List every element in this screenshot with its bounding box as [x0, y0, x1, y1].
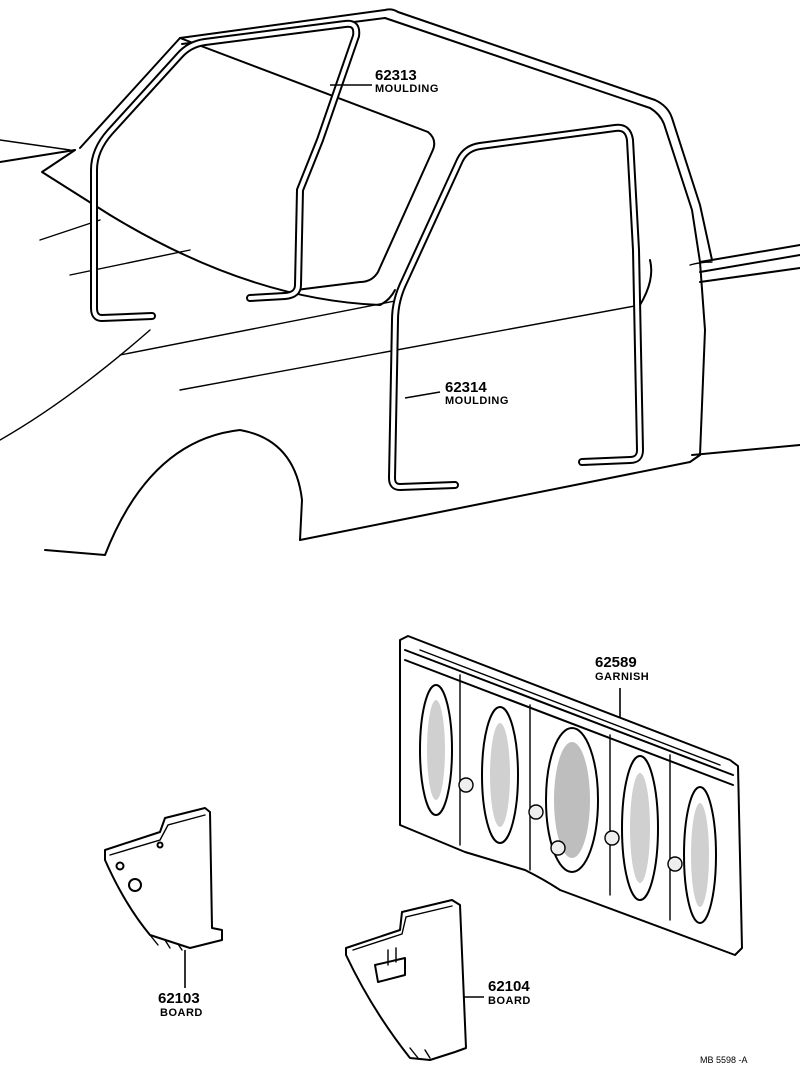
garnish-62589-part	[399, 635, 743, 956]
board-62103-part	[104, 807, 223, 951]
part-number-62313: 62313	[375, 67, 417, 84]
part-name-board: BOARD	[488, 995, 531, 1007]
reference-code: MB 5598 -A	[700, 1055, 748, 1065]
callout-62103: 62103 BOARD	[158, 990, 203, 1019]
part-name-moulding: MOULDING	[445, 395, 509, 407]
board-62104-part	[345, 899, 467, 1061]
moulding-62314-part	[388, 123, 644, 491]
part-number-62589: 62589	[595, 654, 637, 671]
leader-lines	[184, 84, 621, 998]
part-name-moulding: MOULDING	[375, 83, 439, 95]
part-number-62104: 62104	[488, 978, 530, 995]
part-number-62314: 62314	[445, 379, 487, 396]
part-name-garnish: GARNISH	[595, 671, 649, 683]
part-name-board: BOARD	[160, 1007, 203, 1019]
callout-62104: 62104 BOARD	[488, 978, 531, 1007]
callout-62314: 62314 MOULDING	[445, 379, 509, 407]
vehicle-cab-illustration	[0, 8, 800, 556]
callout-62589: 62589 GARNISH	[595, 654, 649, 683]
moulding-62313-part	[90, 19, 361, 322]
callout-62313: 62313 MOULDING	[375, 67, 439, 95]
part-number-62103: 62103	[158, 990, 200, 1007]
